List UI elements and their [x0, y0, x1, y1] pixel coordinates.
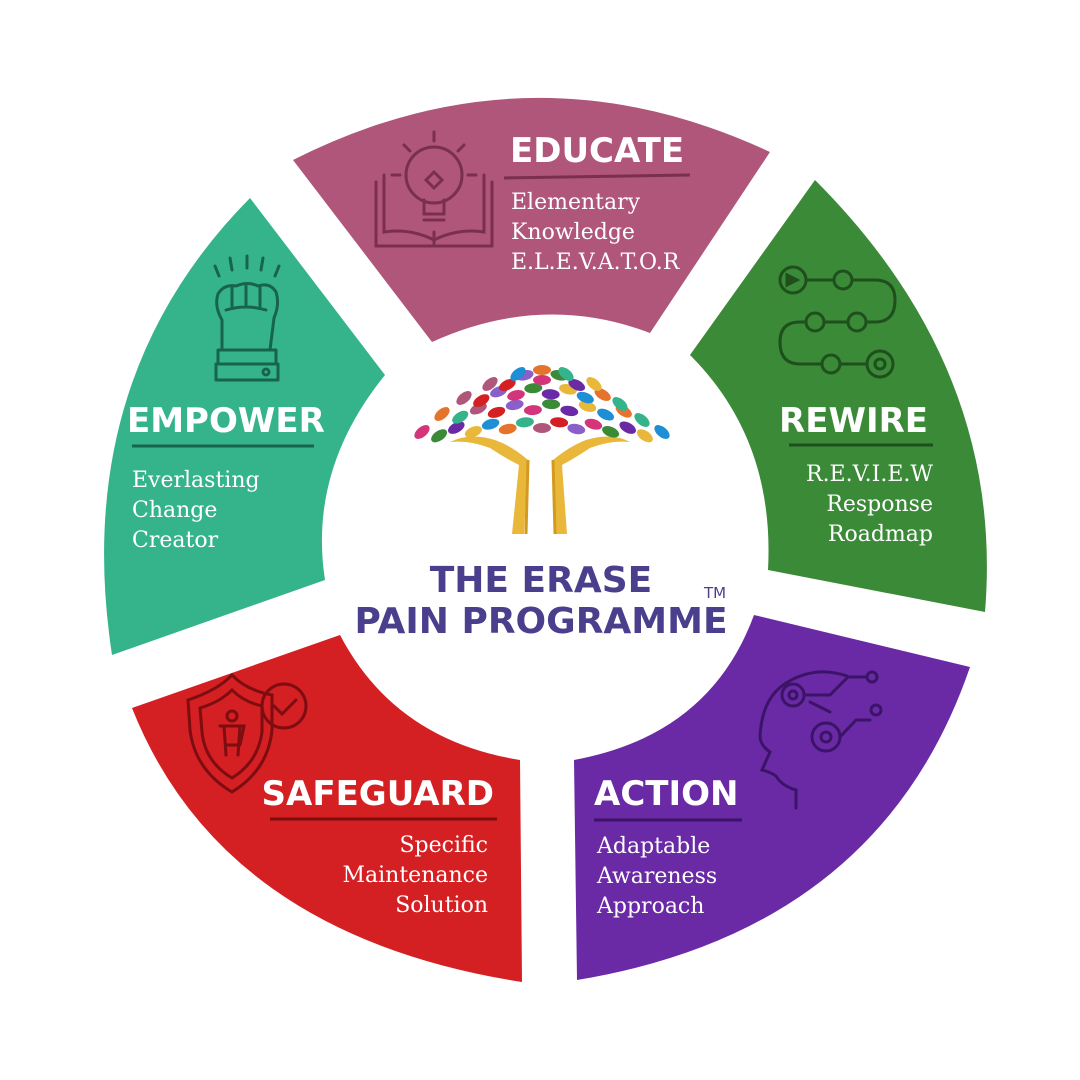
leaf: [524, 383, 543, 394]
head-gears-icon: [758, 670, 883, 810]
segment-empower: EMPOWER Everlasting Change Creator: [104, 198, 386, 655]
rewire-title: REWIRE: [779, 401, 928, 441]
safeguard-line-3: Solution: [395, 893, 488, 918]
safeguard-title: SAFEGUARD: [262, 774, 494, 814]
leaf: [634, 413, 650, 427]
empower-line-2: Change: [132, 498, 217, 523]
leaf: [533, 423, 551, 433]
leaf: [619, 421, 636, 434]
leaf: [533, 375, 551, 385]
leaf: [482, 377, 498, 391]
leaf: [498, 378, 516, 392]
leaf: [434, 407, 450, 421]
pathway-circuit-icon: [778, 265, 897, 379]
leaf: [456, 391, 472, 405]
leaf: [558, 367, 574, 381]
trademark-mark: TM: [703, 584, 726, 602]
leaf: [560, 405, 579, 417]
safeguard-line-2: Maintenance: [342, 863, 488, 888]
safeguard-line-1: Specific: [399, 833, 488, 858]
action-title: ACTION: [594, 774, 738, 814]
leaf: [567, 423, 586, 435]
leaf: [568, 378, 586, 392]
segment-educate: EDUCATE Elementary Knowledge E.L.E.V.A.T…: [293, 97, 770, 342]
center-title-line-2: PAIN PROGRAMME: [354, 601, 727, 642]
leaf: [464, 426, 482, 438]
leaf: [505, 399, 524, 411]
tree-hands-logo: [414, 365, 670, 535]
leaf: [597, 408, 615, 421]
leaf: [578, 400, 597, 412]
educate-title: EDUCATE: [510, 131, 684, 171]
leaf: [448, 421, 465, 434]
leaf: [431, 429, 448, 443]
leaf: [654, 425, 670, 439]
leaf: [612, 397, 628, 411]
leaf: [636, 429, 653, 443]
educate-underline: [503, 173, 691, 180]
empower-line-1: Everlasting: [132, 468, 260, 493]
segment-safeguard: SAFEGUARD Specific Maintenance Solution: [132, 635, 522, 982]
leaf: [515, 417, 534, 428]
leaf: [498, 423, 517, 435]
leaf: [481, 418, 500, 430]
leaf: [523, 405, 542, 416]
rewire-line-2: Response: [826, 492, 933, 517]
leaf: [602, 426, 620, 438]
educate-line-3: E.L.E.V.A.T.O.R: [511, 250, 681, 275]
leaf: [550, 417, 569, 428]
leaf: [473, 394, 490, 407]
tree-leaves: [414, 365, 670, 443]
action-line-3: Approach: [596, 894, 704, 919]
leaf: [487, 406, 506, 418]
leaf: [533, 365, 551, 375]
rewire-line-3: Roadmap: [828, 522, 933, 547]
empower-line-3: Creator: [132, 528, 219, 553]
center-title-line-1: THE ERASE: [430, 560, 653, 601]
educate-line-1: Elementary: [511, 190, 641, 215]
segment-empower-shape: [104, 198, 386, 655]
leaf: [542, 399, 561, 410]
segment-action: ACTION Adaptable Awareness Approach: [574, 615, 970, 980]
leaf: [584, 418, 603, 430]
leaf: [510, 367, 526, 381]
rewire-line-1: R.E.V.I.E.W: [806, 462, 933, 487]
empower-title: EMPOWER: [127, 401, 325, 441]
leaf: [541, 389, 560, 400]
leaf: [414, 425, 430, 439]
action-line-1: Adaptable: [596, 834, 710, 859]
leaf: [594, 388, 611, 401]
shield-person-check-icon: [186, 672, 308, 794]
leaf: [507, 390, 525, 401]
raised-fist-icon: [213, 254, 281, 382]
leaf: [576, 391, 594, 404]
segment-rewire-shape: [690, 180, 987, 612]
segment-rewire: REWIRE R.E.V.I.E.W Response Roadmap: [690, 180, 987, 612]
leaf: [452, 410, 469, 424]
leaf: [586, 377, 602, 391]
action-line-2: Awareness: [596, 864, 717, 889]
educate-line-2: Knowledge: [511, 220, 635, 245]
lightbulb-book-icon: [374, 130, 494, 248]
